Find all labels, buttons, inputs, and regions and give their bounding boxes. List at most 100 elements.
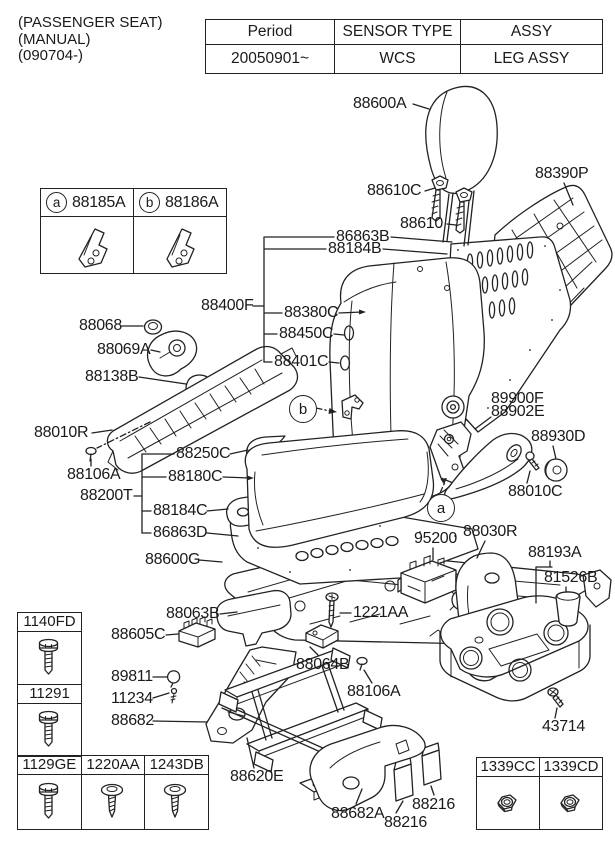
handle-88069A-drawing	[147, 330, 198, 377]
info-table: Period SENSOR TYPE ASSY 20050901~ WCS LE…	[205, 19, 603, 74]
callout-81526B: 81526B	[544, 569, 598, 586]
connector-88605C-drawing	[178, 616, 216, 648]
callout-88069A: 88069A	[97, 341, 151, 358]
callout-88193A: 88193A	[528, 544, 582, 561]
bolt-1221AA-drawing	[325, 592, 339, 628]
callout-88138B: 88138B	[85, 368, 139, 385]
fastener-cell-1129GE: 1129GE	[18, 756, 81, 829]
seat-cushion-drawing	[244, 430, 435, 548]
fastener-cell-1220AA: 1220AA	[80, 756, 145, 829]
leg-cover-88682A-drawing	[309, 724, 426, 812]
callout-88216-inner: 88216	[412, 796, 455, 813]
tapping-screw-icon	[145, 775, 208, 829]
fastener-label: 1140FD	[18, 613, 81, 632]
callout-88200T: 88200T	[80, 487, 133, 504]
callout-88620E: 88620E	[230, 768, 284, 785]
flange-nut-icon	[540, 777, 602, 829]
callout-88030R: 88030R	[463, 523, 518, 540]
side-shield-left-88010R-drawing	[106, 345, 299, 474]
callout-88064B: 88064B	[296, 656, 350, 673]
callout-86863D: 86863D	[153, 524, 208, 541]
cap-88930D-drawing	[544, 458, 568, 482]
fastener-cell-11291: 11291	[18, 684, 81, 756]
clip-89811-drawing	[166, 670, 181, 688]
hex-bolt-icon	[18, 704, 81, 756]
marker-b: b	[289, 395, 317, 423]
callout-88184B: 88184B	[328, 240, 382, 257]
fastener-label: 1339CC	[477, 758, 539, 777]
callout-89900F: 89900F	[491, 390, 544, 407]
bolt-88010C-drawing	[525, 451, 540, 471]
callout-86863B: 86863B	[336, 228, 390, 245]
leader-lines	[90, 103, 574, 814]
callout-88450C: 88450C	[279, 325, 334, 342]
callout-1221AA: 1221AA	[353, 604, 409, 621]
title-line-1: (PASSENGER SEAT)	[18, 14, 163, 31]
legend-part-b: 88186A	[165, 193, 219, 211]
callout-88930D: 88930D	[531, 428, 586, 445]
info-table-value-assy: LEG ASSY	[460, 44, 603, 74]
callout-89811: 89811	[111, 668, 153, 685]
callout-88400F: 88400F	[201, 297, 254, 314]
legend-cell-b: b 88186A	[133, 189, 226, 273]
hex-bolt-icon	[18, 775, 81, 829]
legend-bracket-b-drawing	[166, 228, 195, 268]
fastener-label: 1220AA	[81, 756, 145, 775]
flap-88216-drawing	[393, 742, 442, 802]
info-table-value-period: 20050901~	[205, 44, 335, 74]
legend-box: a 88185A b 88186A	[40, 188, 227, 274]
screw-11234-drawing	[170, 687, 178, 704]
fastener-label: 1129GE	[18, 756, 81, 775]
callout-43714: 43714	[542, 718, 585, 735]
marker-a: a	[427, 494, 455, 522]
callout-88010R: 88010R	[34, 424, 89, 441]
sensor-88064B-drawing	[305, 624, 339, 649]
callout-88600A: 88600A	[353, 95, 407, 112]
legend-letter-b: b	[139, 192, 160, 213]
callout-88250C: 88250C	[176, 445, 231, 462]
fastener-cell-1243DB: 1243DB	[144, 756, 209, 829]
callout-88390P: 88390P	[535, 165, 589, 182]
hex-bolt-icon	[18, 632, 81, 684]
title-line-2: (MANUAL)	[18, 30, 91, 48]
callout-88063B: 88063B	[166, 605, 220, 622]
fastener-cell-1339CD: 1339CD	[539, 758, 602, 829]
info-table-header-period: Period	[205, 19, 335, 45]
callout-88682A: 88682A	[331, 805, 385, 822]
info-table-header-sensor-type: SENSOR TYPE	[334, 19, 461, 45]
info-table-value-sensor-type: WCS	[334, 44, 461, 74]
legend-part-a: 88185A	[72, 193, 126, 211]
callout-88068: 88068	[79, 317, 122, 334]
callout-88106A-center: 88106A	[347, 683, 401, 700]
fastener-label: 11291	[18, 685, 81, 704]
hinge-bracket-b-drawing	[341, 394, 364, 420]
recliner-pivot-drawing	[441, 395, 465, 419]
cover-88063B-drawing	[215, 589, 292, 647]
callout-88682: 88682	[111, 712, 154, 729]
fastener-cell-1339CC: 1339CC	[477, 758, 539, 829]
callout-88600G: 88600G	[145, 551, 201, 568]
screw-43714-drawing	[547, 687, 564, 708]
callout-88605C: 88605C	[111, 626, 166, 643]
info-table-header-assy: ASSY	[460, 19, 603, 45]
fastener-label: 1243DB	[145, 756, 209, 775]
callout-88180C: 88180C	[168, 468, 223, 485]
pin-88106A-center-drawing	[356, 656, 368, 671]
callout-95200: 95200	[414, 530, 457, 547]
page-title: (PASSENGER SEAT) (MANUAL) (090704-)	[18, 14, 163, 65]
legend-bracket-a-drawing	[78, 228, 108, 268]
fastener-label: 1339CD	[540, 758, 602, 777]
legend-letter-a: a	[46, 192, 67, 213]
callout-88106A-left: 88106A	[67, 466, 121, 483]
legend-cell-a: a 88185A	[41, 189, 133, 273]
callout-88216-outer: 88216	[384, 814, 427, 831]
headrest-guide-drawing	[431, 175, 473, 234]
cup-81526B-drawing	[555, 591, 581, 627]
pin-88106A-left-drawing	[85, 446, 97, 462]
bracket-88682-drawing	[205, 646, 297, 744]
flange-nut-icon	[477, 777, 539, 829]
callout-88010C: 88010C	[508, 483, 563, 500]
fastener-box-bottom-row: 1129GE 1220AA 1243DB	[17, 755, 209, 830]
tapping-screw-icon	[82, 775, 145, 829]
